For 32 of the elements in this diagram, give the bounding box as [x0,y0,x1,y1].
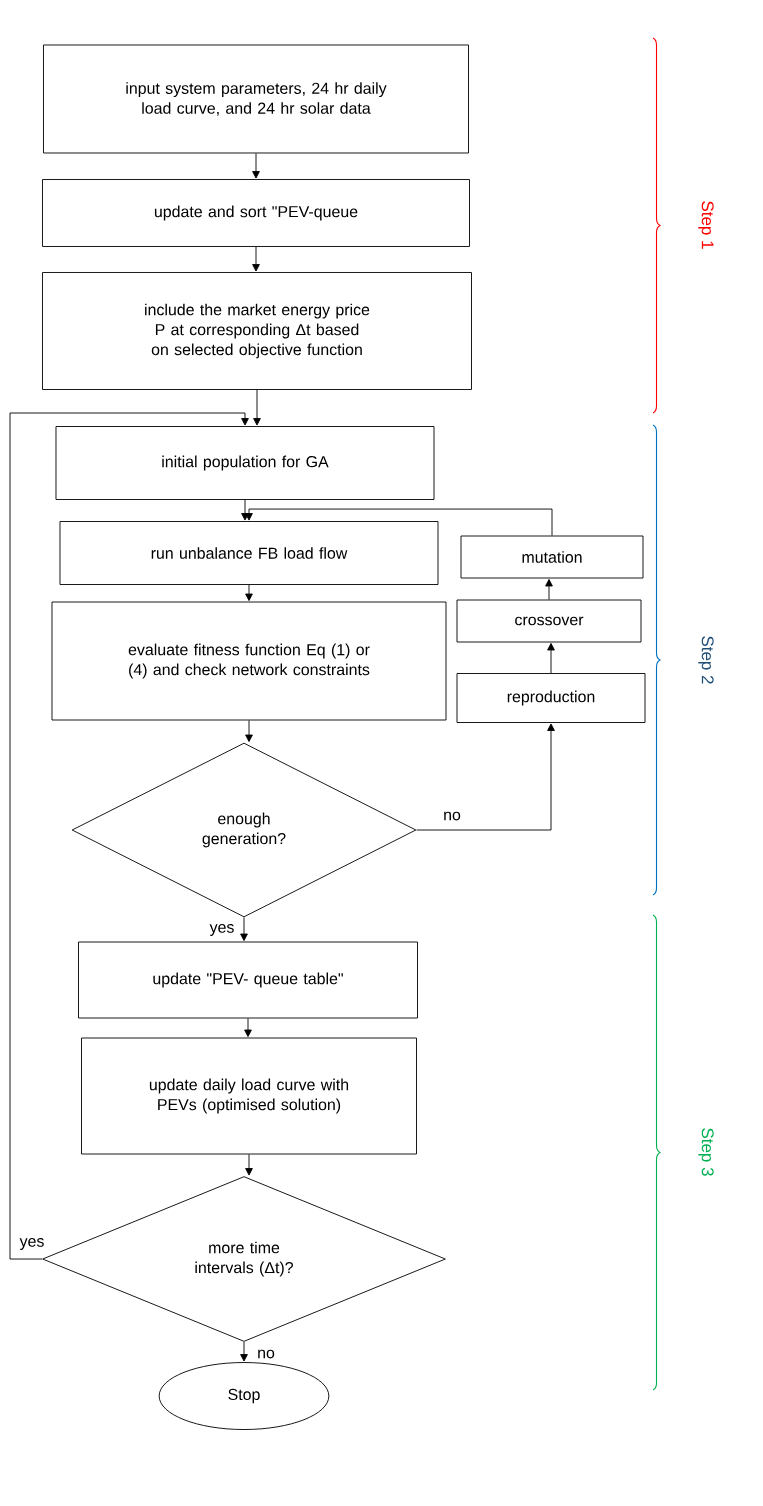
arrow [416,723,555,831]
edge-label: no [256,1348,276,1360]
process-box: evaluate fitness function Eq (1) or (4) and check network constraints [51,601,447,721]
arrow [245,508,553,536]
process-box: run unbalance FB load flow [59,521,439,585]
edge-label: yes [208,923,236,937]
process-box: initial population for GA [55,426,435,500]
arrow [240,917,248,941]
arrow [241,499,249,521]
arrow [240,1341,248,1362]
arrow [547,643,555,674]
process-box: include the market energy price P at corresponding Δt based on selected objective function [42,272,472,390]
arrow [9,412,249,1260]
step-label: Step 1 [698,201,714,249]
process-box: update and sort "PEV-queue [42,179,470,247]
process-box: input system parameters, 24 hr daily load curve, and 24 hr solar data [43,44,469,154]
process-box: update "PEV- queue table" [78,941,418,1019]
edge-label: no [442,810,462,822]
arrow [252,246,260,272]
arrow [245,720,253,742]
process-box: reproduction [456,673,646,723]
step-label: Step 3 [698,1128,714,1176]
process-box: crossover [456,599,642,643]
process-box: update daily load curve with PEVs (optimised solution) [81,1037,417,1155]
arrow [252,153,260,179]
arrow [545,579,553,600]
arrow [245,584,253,601]
process-box: mutation [460,535,644,579]
arrow [244,1018,252,1037]
arrow [253,389,261,426]
arrow [245,1154,253,1176]
step-label: Step 2 [698,636,714,684]
